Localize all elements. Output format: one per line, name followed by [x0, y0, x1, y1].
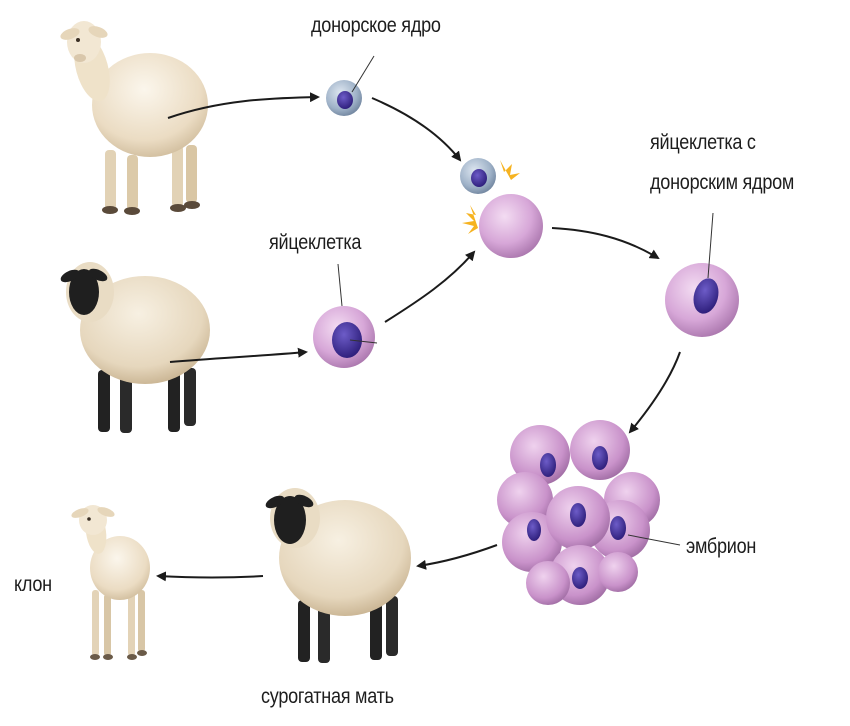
arrow-egg-to-fusion — [385, 252, 474, 322]
label-clone: клон — [14, 571, 52, 598]
egg-cell — [313, 264, 377, 368]
donor-nucleus-cell — [326, 56, 374, 116]
egg-with-donor-nucleus-cell — [665, 213, 739, 337]
black-faced-sheep — [59, 262, 210, 433]
arrow-fusion-to-egg-with-nucleus — [552, 228, 658, 258]
label-egg-with-nucleus-line2: донорским ядром — [650, 169, 794, 196]
label-donor-nucleus: донорское ядро — [311, 12, 441, 39]
arrow-nucleus-to-fusion — [372, 98, 460, 160]
label-egg-with-nucleus-line1: яйцеклетка с — [650, 129, 756, 156]
label-egg-cell: яйцеклетка — [269, 229, 361, 256]
cell-fusion — [460, 158, 543, 258]
spark-right-icon — [500, 160, 520, 180]
arrow-egg-to-embryo — [630, 352, 680, 432]
label-surrogate-mother: сурогатная мать — [261, 683, 394, 710]
spark-left-icon — [462, 205, 478, 234]
clone-lamb — [70, 505, 150, 660]
embryo-cluster — [497, 420, 680, 605]
white-sheep-donor — [59, 21, 208, 215]
arrow-embryo-to-surrogate — [418, 545, 497, 566]
surrogate-mother-sheep — [264, 488, 411, 663]
label-embryo: эмбрион — [686, 533, 756, 560]
arrow-surrogate-to-clone — [158, 576, 263, 578]
